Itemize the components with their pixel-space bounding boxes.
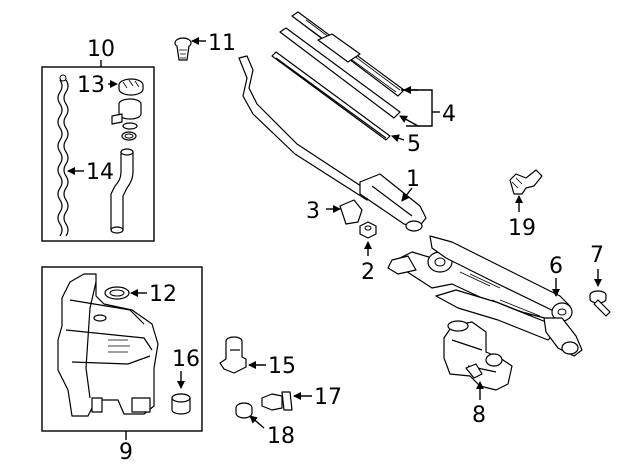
callout-8: 8 [472,403,486,428]
callout-4: 4 [442,102,456,127]
callout-19: 19 [508,216,536,241]
filler-pipe [110,148,134,234]
callout-11: 11 [208,31,236,56]
nut-2 [359,221,377,239]
wiper-blade-4 [279,11,405,119]
cap-13 [118,78,144,96]
callout-7: 7 [590,243,604,268]
callout-14: 14 [86,160,114,185]
callout-9: 9 [119,440,133,465]
callout-3: 3 [306,199,320,224]
grommet-16 [171,393,191,415]
callout-5: 5 [407,132,421,157]
connector-19 [509,169,543,195]
callout-17: 17 [314,385,342,410]
callout-6: 6 [549,254,563,279]
wiper-blade-refill-5 [271,51,391,141]
leader-5 [391,134,405,143]
callout-16: 16 [172,347,200,372]
bolt-7 [589,290,611,317]
callout-2: 2 [361,260,375,285]
filler-neck-top [111,98,142,130]
leader-18 [249,415,265,429]
washer-reservoir [57,273,159,417]
grommet-18 [235,402,253,419]
wiper-linkage-6 [387,235,583,357]
leader-1 [401,187,413,202]
cover-cap-3 [339,199,363,225]
wiper-arm-1 [238,55,427,232]
group-box-9 [41,266,203,432]
callout-1: 1 [406,167,420,192]
nozzle-17 [261,391,293,411]
wiper-motor-8 [443,320,513,391]
clip-11 [174,37,192,61]
callout-13: 13 [77,73,105,98]
grommet-12 [104,286,130,300]
callout-12: 12 [149,282,177,307]
hose-strap-14 [57,74,69,237]
callout-10: 10 [87,37,115,62]
group-box-10 [41,66,155,242]
callout-15: 15 [268,354,296,379]
callout-18: 18 [267,424,295,449]
leader-4 [401,89,433,127]
washer-pump-15 [219,336,247,374]
